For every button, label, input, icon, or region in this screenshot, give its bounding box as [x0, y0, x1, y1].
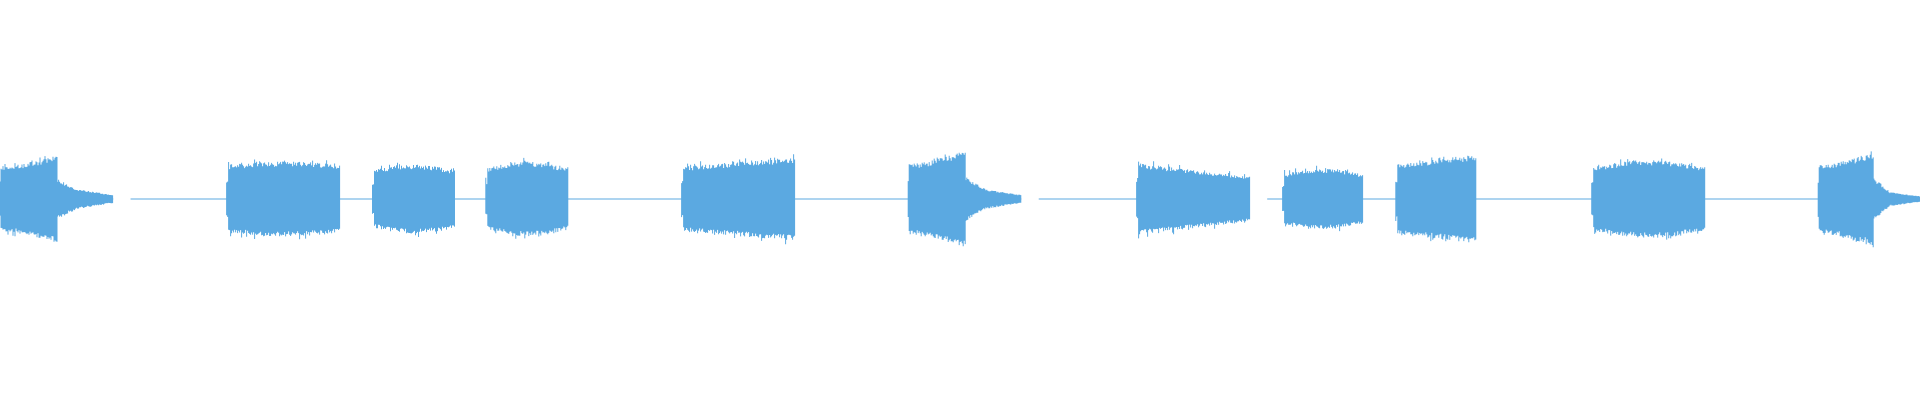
waveform-clip: [372, 162, 455, 237]
waveform-clip: [226, 159, 341, 240]
waveform-clip-path: [1136, 161, 1251, 239]
waveform-clip-path: [372, 162, 455, 237]
waveform-clips: [0, 151, 1920, 248]
waveform-clip-path: [907, 152, 1022, 247]
waveform-clip-path: [226, 159, 341, 240]
waveform-clip: [907, 152, 1022, 247]
waveform-clip: [1591, 158, 1706, 240]
waveform-clip: [1136, 161, 1251, 239]
waveform-clip: [0, 156, 114, 242]
waveform-clip: [1395, 155, 1477, 243]
waveform-clip-path: [1282, 165, 1364, 232]
waveform-clip-path: [0, 156, 114, 242]
waveform-clip: [1817, 151, 1920, 248]
waveform-clip-path: [1817, 151, 1920, 248]
waveform-clip: [681, 154, 796, 245]
waveform-clip-path: [485, 157, 569, 239]
waveform-clip-path: [681, 154, 796, 245]
waveform-clip-path: [1591, 158, 1706, 240]
waveform-clip-path: [1395, 155, 1477, 243]
waveform-clip: [485, 157, 569, 239]
waveform-clip: [1282, 165, 1364, 232]
